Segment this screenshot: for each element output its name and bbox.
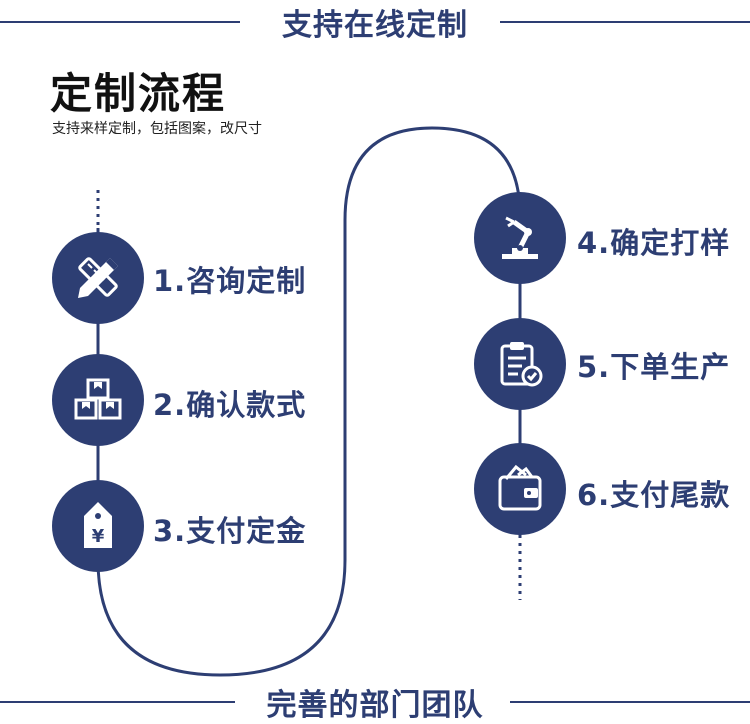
price-tag-icon: ¥	[84, 502, 112, 548]
step-6-node	[474, 443, 566, 535]
step-5-label: 5.下单生产	[577, 350, 731, 384]
banner-rule-right	[500, 21, 750, 23]
step-6-label: 6.支付尾款	[577, 478, 731, 512]
step-2-node	[52, 354, 144, 446]
bottom-banner: 完善的部门团队	[0, 680, 750, 724]
wallet-icon	[498, 464, 542, 511]
track-top-arch	[343, 126, 522, 221]
page-title: 定制流程	[50, 69, 227, 118]
ruler-pencil-icon	[78, 257, 118, 298]
step-3-label: 3.支付定金	[153, 514, 307, 548]
step-1-label: 1.咨询定制	[153, 264, 307, 298]
top-banner: 支持在线定制	[0, 0, 750, 44]
svg-text:¥: ¥	[92, 526, 105, 547]
step-3-node: ¥	[52, 480, 144, 572]
step-2-label: 2.确认款式	[153, 388, 307, 422]
banner-rule-right	[510, 701, 750, 703]
boxes-icon	[74, 378, 122, 420]
track-bottom-curve	[96, 559, 347, 677]
step-5-node	[474, 318, 566, 410]
step-1-node	[52, 232, 144, 324]
page-subtitle: 支持来样定制，包括图案，改尺寸	[52, 121, 262, 137]
clipboard-check-icon	[500, 342, 543, 387]
robot-arm-icon	[502, 216, 538, 259]
top-banner-title: 支持在线定制	[278, 0, 472, 44]
banner-rule-left	[0, 701, 235, 703]
step-4-node	[474, 192, 566, 284]
banner-rule-left	[0, 21, 240, 23]
step-4-label: 4.确定打样	[577, 226, 731, 260]
bottom-banner-title: 完善的部门团队	[262, 680, 488, 724]
